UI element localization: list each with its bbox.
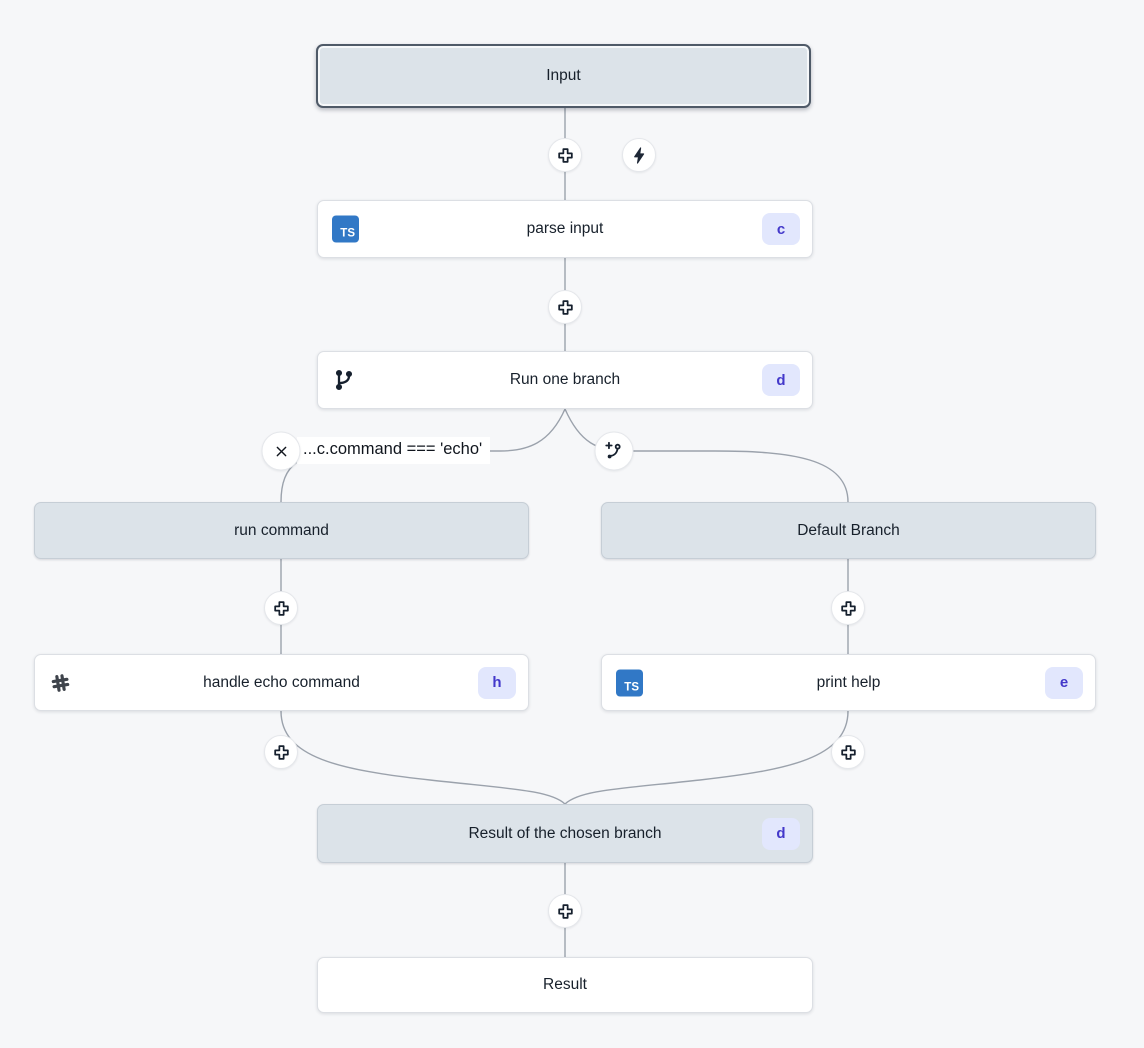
branch-condition-label[interactable]: ...c.command === 'echo' (297, 437, 491, 464)
node-print-help[interactable]: TS print help e (601, 654, 1096, 711)
node-print-help-label: print help (816, 673, 881, 691)
add-step-button[interactable] (264, 735, 298, 769)
node-parse-input-label: parse input (526, 220, 604, 237)
plus-icon (557, 299, 573, 315)
plus-icon (557, 903, 573, 919)
node-result-of-chosen-branch[interactable]: Result of the chosen branch d (317, 804, 813, 863)
add-step-button[interactable] (831, 591, 865, 625)
add-step-button[interactable] (548, 290, 582, 324)
hash-icon (49, 671, 72, 694)
typescript-icon: TS (332, 215, 359, 243)
plus-icon (557, 147, 573, 163)
node-handle-echo-command-label: handle echo command (203, 673, 360, 691)
node-result[interactable]: Result (317, 957, 813, 1013)
add-branch-button[interactable] (594, 431, 634, 471)
step-id-badge: c (762, 213, 800, 245)
edge-split-right (564, 408, 849, 503)
lightning-icon (633, 146, 644, 164)
node-input-label: Input (546, 67, 581, 84)
node-run-one-branch[interactable]: Run one branch d (317, 351, 813, 409)
node-handle-echo-command[interactable]: handle echo command h (34, 654, 529, 711)
plus-icon (840, 600, 856, 616)
add-step-button[interactable] (264, 591, 298, 625)
add-step-button[interactable] (831, 735, 865, 769)
add-step-button[interactable] (548, 894, 582, 928)
node-run-command-branch-header[interactable]: run command (34, 502, 529, 559)
node-run-command-label: run command (234, 521, 329, 539)
node-parse-input[interactable]: TS parse input c (317, 200, 813, 258)
node-default-branch-header[interactable]: Default Branch (601, 502, 1096, 559)
step-id-badge: e (1045, 666, 1083, 699)
plus-icon (840, 744, 856, 760)
node-run-one-branch-label: Run one branch (509, 371, 621, 388)
plus-icon (273, 744, 289, 760)
add-step-button[interactable] (548, 138, 582, 172)
typescript-icon: TS (616, 669, 643, 696)
node-input[interactable]: Input (316, 44, 811, 108)
plus-icon (273, 600, 289, 616)
close-icon (276, 446, 286, 456)
node-result-of-chosen-branch-label: Result of the chosen branch (468, 824, 662, 842)
step-id-badge: d (762, 817, 800, 850)
node-default-branch-label: Default Branch (797, 521, 900, 539)
edge-merge-right (564, 710, 849, 805)
edge-merge-left (280, 710, 566, 805)
add-branch-icon (605, 441, 621, 459)
step-id-badge: h (478, 666, 516, 699)
git-branch-icon (332, 368, 356, 392)
remove-branch-button[interactable] (261, 431, 301, 471)
trigger-button[interactable] (622, 138, 656, 172)
node-result-label: Result (543, 976, 587, 993)
step-id-badge: d (762, 364, 800, 396)
